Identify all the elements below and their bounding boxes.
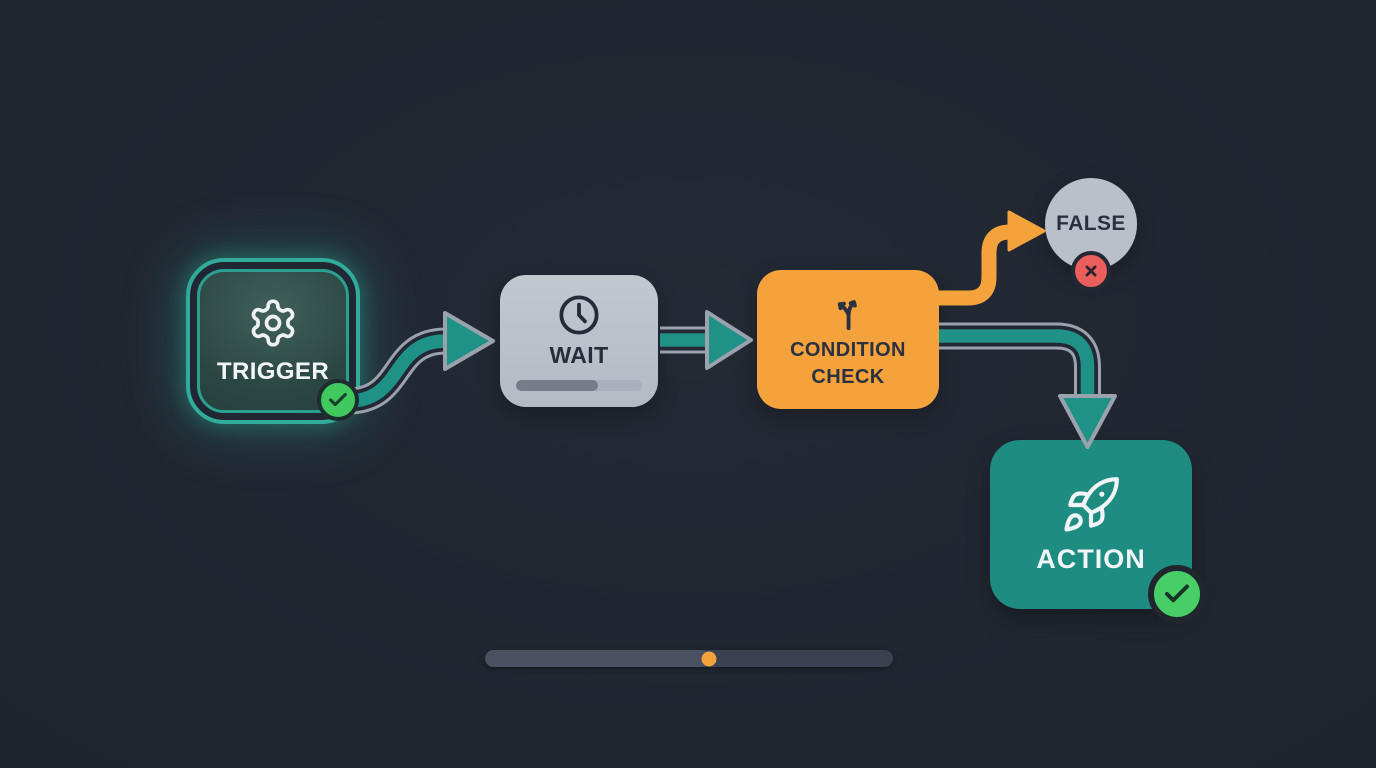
false-error-badge — [1071, 251, 1111, 291]
rocket-icon — [1064, 477, 1119, 532]
gear-icon — [251, 298, 295, 347]
clock-icon — [559, 294, 599, 335]
action-success-badge — [1148, 565, 1206, 623]
condition-label-line1: CONDITION — [790, 339, 906, 361]
arrow-wait-to-condition — [660, 310, 753, 370]
false-label: FALSE — [1056, 212, 1126, 235]
arrow-condition-to-false — [931, 210, 1046, 306]
action-label: ACTION — [1036, 544, 1146, 574]
check-icon — [1165, 584, 1189, 603]
trigger-label: TRIGGER — [216, 357, 330, 385]
arrow-condition-to-action — [939, 322, 1117, 449]
arrow-trigger-to-wait — [334, 311, 495, 415]
wait-label: WAIT — [549, 341, 609, 368]
timeline-progress-fill — [485, 650, 710, 667]
node-condition-check[interactable]: CONDITION CHECK — [757, 270, 939, 409]
wait-progress-bar — [516, 379, 642, 391]
trigger-success-badge — [317, 379, 359, 421]
x-icon — [1085, 265, 1097, 277]
branch-split-icon — [837, 300, 857, 331]
timeline-progress-track[interactable] — [485, 650, 893, 667]
timeline-progress-marker[interactable] — [701, 651, 717, 666]
check-icon — [329, 392, 347, 407]
node-wait[interactable]: WAIT — [500, 275, 658, 407]
condition-label-line2: CHECK — [811, 366, 885, 388]
wait-progress-fill — [516, 379, 598, 391]
condition-label: CONDITION CHECK — [790, 337, 906, 391]
